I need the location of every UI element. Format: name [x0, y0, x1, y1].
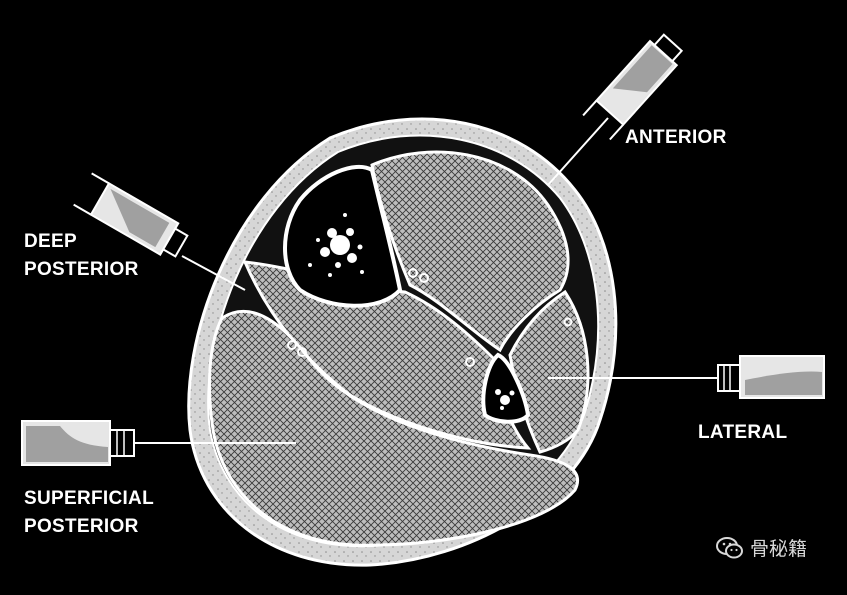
label-deep-line1: DEEP [24, 231, 77, 252]
watermark: 骨秘籍 [716, 534, 807, 561]
syringe-anterior [547, 33, 684, 186]
label-anterior: ANTERIOR [625, 127, 727, 148]
tibia-marrow [308, 213, 364, 277]
syringe-lateral [548, 355, 825, 399]
wechat-icon [716, 536, 743, 558]
anterior-compartment [370, 150, 570, 353]
label-lateral: LATERAL [698, 422, 788, 443]
neurovascular-bundles [287, 268, 573, 367]
fibula-bone [481, 352, 531, 424]
label-deep-line2: POSTERIOR [24, 259, 139, 280]
fibula-marrow [495, 389, 515, 410]
syringe-deep-posterior [73, 172, 246, 291]
syringe-superficial-posterior [21, 420, 296, 466]
label-superficial-line1: SUPERFICIAL [24, 488, 154, 509]
watermark-text: 骨秘籍 [750, 538, 808, 560]
label-superficial-line2: POSTERIOR [24, 516, 139, 537]
